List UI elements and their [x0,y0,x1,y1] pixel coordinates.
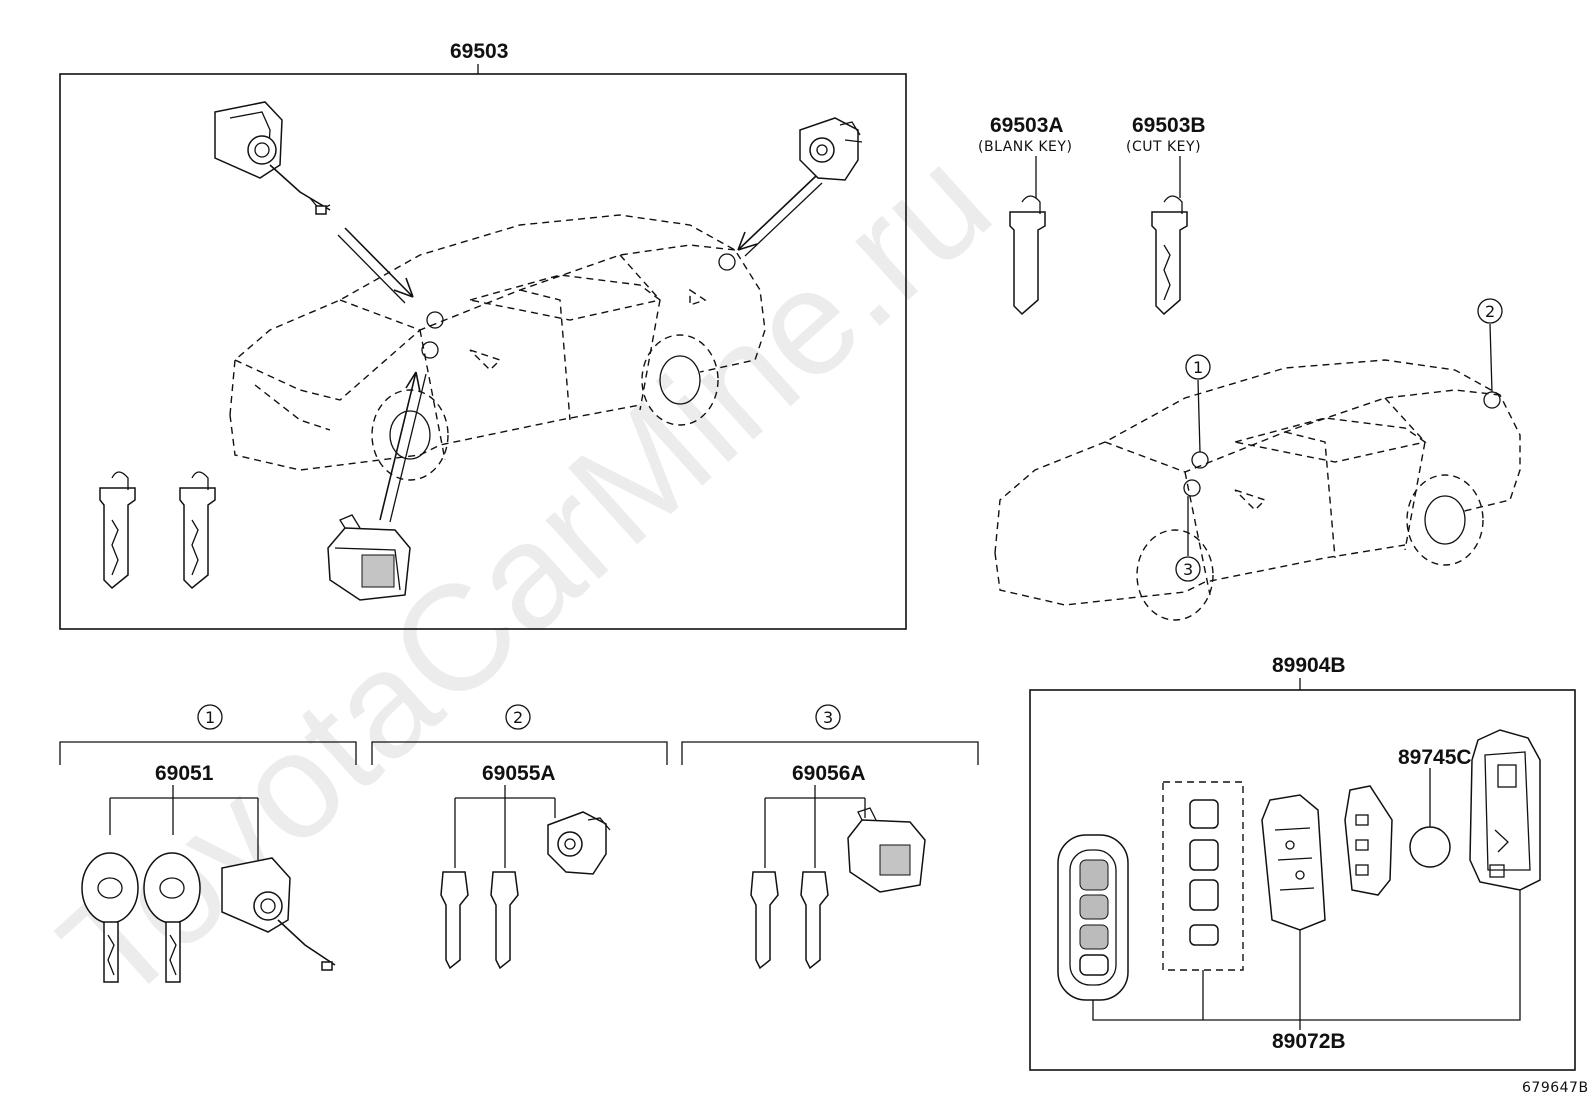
label-69503A: 69503A [990,114,1064,137]
key-slim-3 [750,871,779,970]
label-cut-key: (CUT KEY) [1126,139,1201,155]
door-lock-cylinder [214,101,331,215]
ignition-lock-cylinder-group3 [847,807,926,893]
cut-key [1151,195,1188,316]
callout-1-group: 1 [197,704,223,730]
label-69503: 69503 [450,40,508,63]
callout-1-car: 1 [1185,354,1211,380]
trunk-lock-cylinder-group2 [547,811,611,875]
key-case-shell [1469,729,1541,891]
label-69051: 69051 [155,762,214,785]
key-slim-2 [490,871,519,970]
svg-text:3: 3 [823,708,833,727]
arrow-to-ignition [379,371,427,523]
trunk-lock-cylinder [799,117,863,181]
button-set [1162,781,1244,971]
arrow-to-door [337,227,414,304]
callout-3-car: 3 [1175,556,1201,582]
smart-key-fob [1057,834,1129,1001]
key-blade-1 [99,471,136,590]
door-lock-cylinder-group1 [221,857,336,971]
circuit-board [1261,794,1326,931]
svg-text:1: 1 [1193,358,1203,377]
car-illustration-callouts [994,323,1521,621]
key-internal-frame [1344,785,1393,896]
assembly-69503-box [59,73,907,630]
svg-text:2: 2 [513,708,523,727]
key-blade-2 [179,471,216,590]
svg-text:2: 2 [1485,302,1495,321]
arrow-to-trunk [737,175,823,257]
ignition-lock-cylinder [327,514,411,601]
label-89904B: 89904B [1272,654,1346,677]
key-slim-4 [800,871,829,970]
key-slim-1 [440,871,469,970]
coin-battery [1409,826,1451,868]
svg-text:3: 3 [1183,560,1193,579]
remote-assembly-box [1029,689,1576,1071]
key-with-head-2 [143,852,201,983]
illustration-code: 679647B [1522,1080,1589,1096]
label-89072B: 89072B [1272,1030,1346,1053]
car-illustration-main [229,214,766,481]
callout-2-group: 2 [505,704,531,730]
label-69056A: 69056A [792,762,866,785]
key-with-head-1 [81,852,139,983]
svg-text:1: 1 [205,708,215,727]
callout-3-group: 3 [815,704,841,730]
blank-key [1009,195,1046,316]
label-blank-key: (BLANK KEY) [978,139,1072,155]
label-89745C: 89745C [1398,746,1472,769]
label-69055A: 69055A [482,762,556,785]
callout-2-car: 2 [1477,298,1503,324]
label-69503B: 69503B [1132,114,1206,137]
